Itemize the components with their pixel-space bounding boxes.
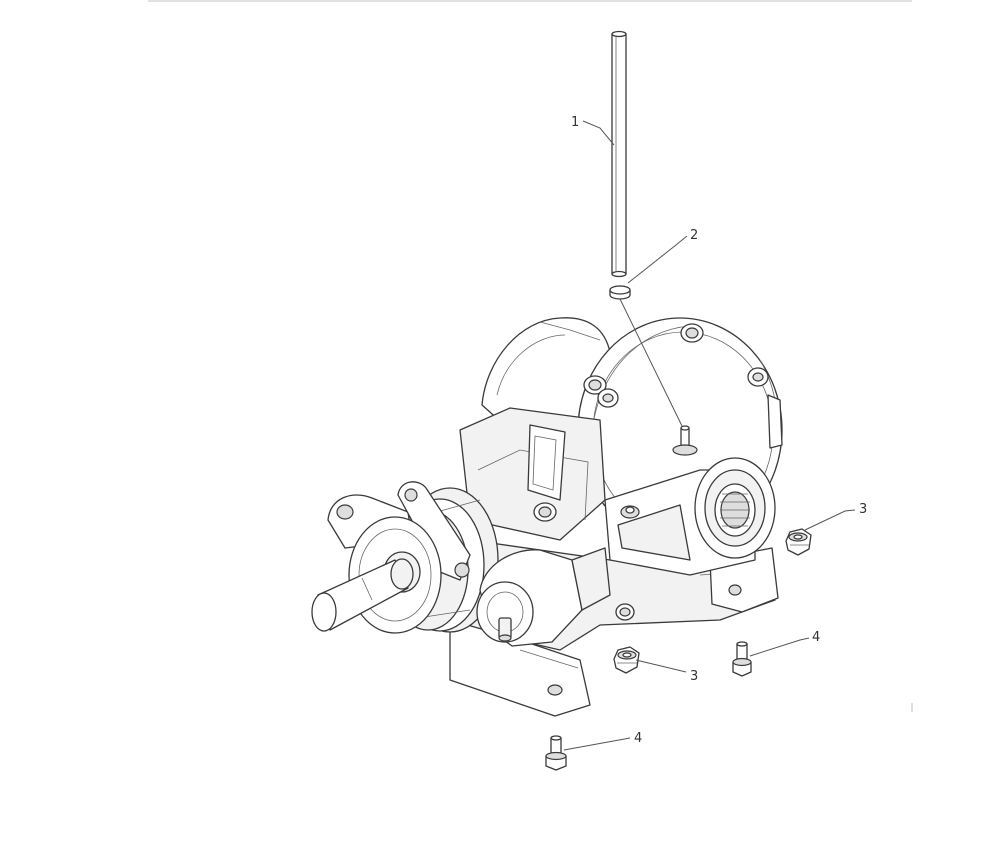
part-bolt-lower — [545, 735, 567, 771]
callout-2: 2 — [690, 228, 698, 243]
callout-3-right: 3 — [859, 502, 867, 517]
part-seal-ring — [609, 285, 631, 300]
callout-4-right: 4 — [812, 630, 820, 645]
callout-4-lower: 4 — [634, 731, 642, 746]
part-nut-lower — [613, 646, 640, 674]
callout-1: 1 — [571, 115, 579, 130]
part-nut-right — [785, 528, 812, 556]
part-rod — [611, 30, 627, 278]
cover-bolts — [533, 323, 769, 621]
callout-3-lower: 3 — [690, 669, 698, 684]
part-bolt-right — [732, 641, 752, 677]
gearbox-assembly — [311, 317, 783, 717]
callout-leaders — [563, 120, 856, 751]
